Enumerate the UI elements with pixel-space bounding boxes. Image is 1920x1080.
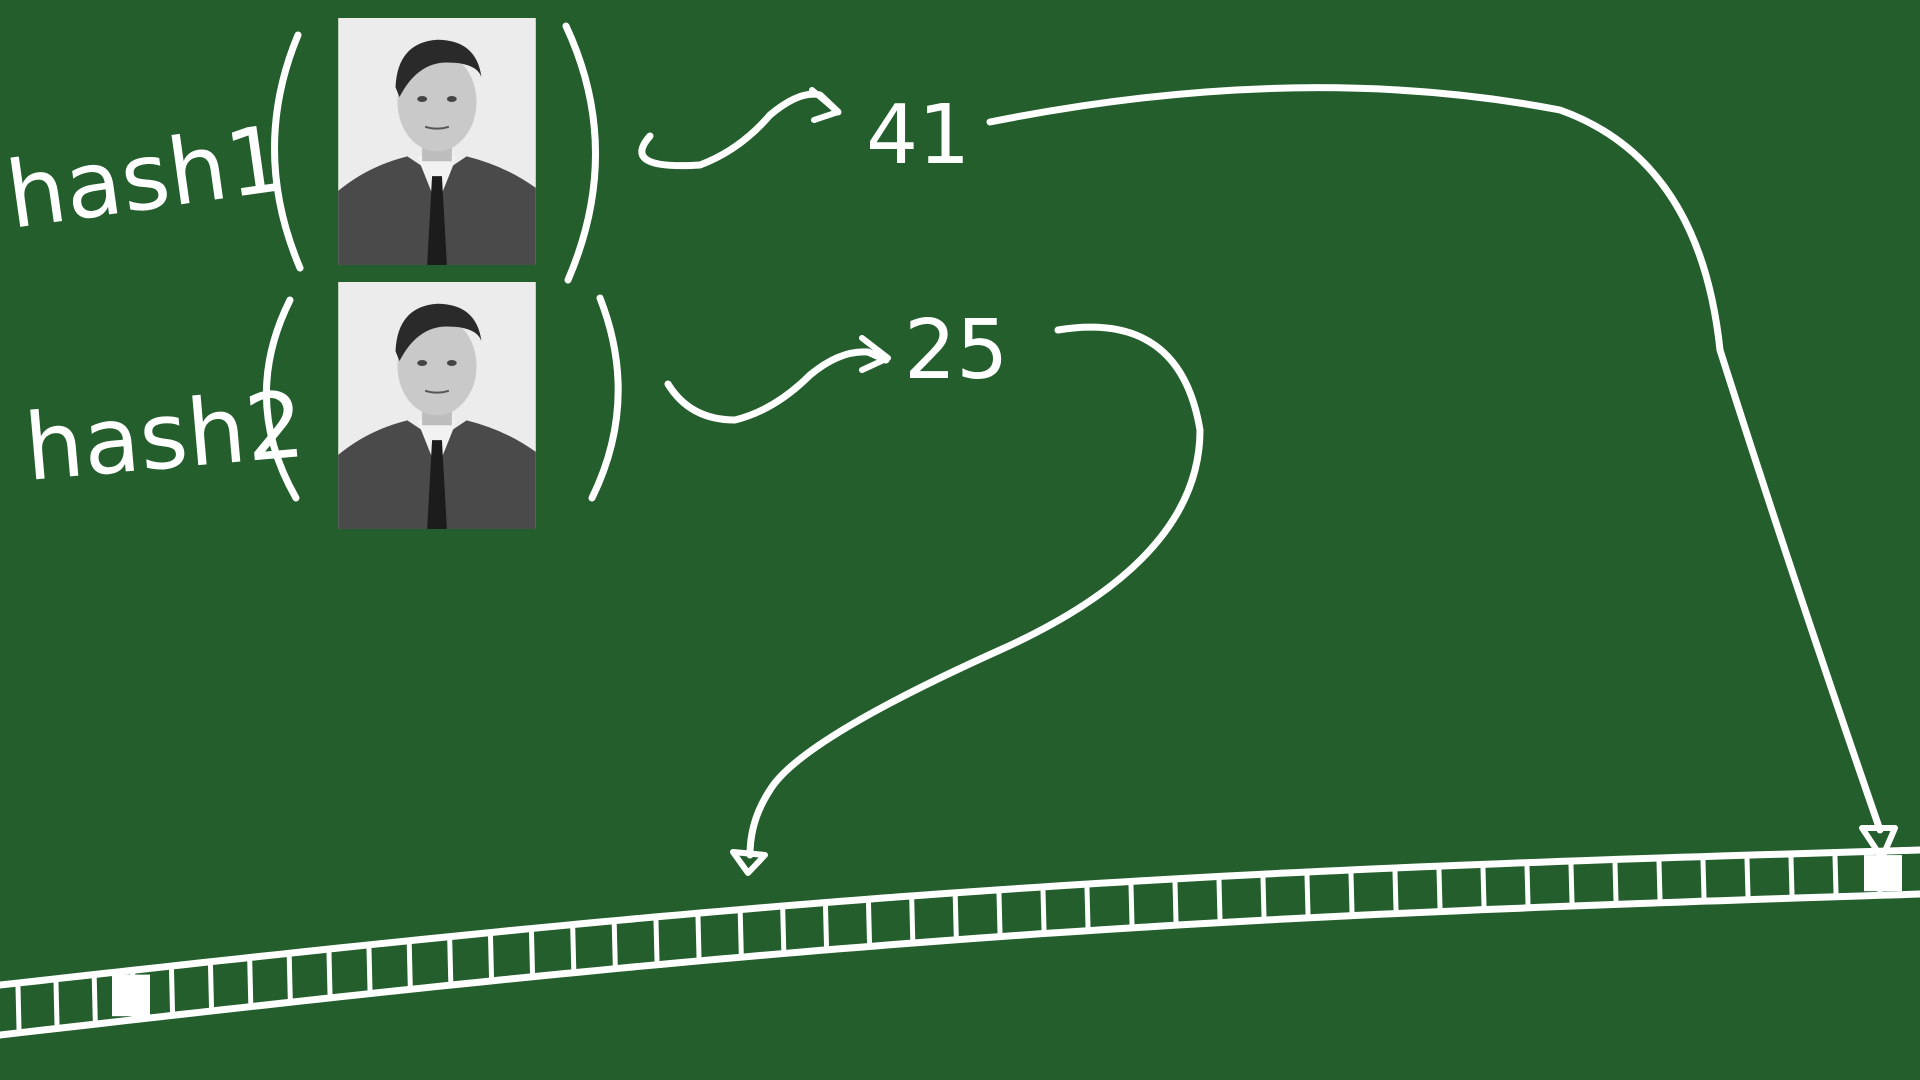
array-cell-divider bbox=[1304, 873, 1311, 917]
array-cell-divider bbox=[1260, 875, 1267, 919]
array-cell-divider bbox=[780, 907, 787, 953]
array-cell-divider bbox=[286, 954, 293, 1001]
array-cell-divider bbox=[1744, 856, 1751, 899]
array-cell-divider bbox=[1480, 865, 1487, 909]
right-paren-icon bbox=[588, 294, 622, 502]
array-cell-divider bbox=[447, 938, 454, 984]
array-cell-divider bbox=[1084, 885, 1091, 930]
array-cell-divider bbox=[952, 894, 959, 939]
array-cell-divider bbox=[529, 930, 535, 976]
arrowhead-icon bbox=[809, 87, 841, 123]
array-set-bit-1 bbox=[112, 974, 150, 1017]
left-paren-icon bbox=[271, 31, 304, 272]
array-cell-divider bbox=[1788, 855, 1795, 897]
array-cell-divider bbox=[737, 911, 744, 956]
array-cell-divider bbox=[909, 897, 916, 942]
array-cell-divider bbox=[53, 980, 60, 1028]
hash1-group: hash1 41 bbox=[0, 18, 970, 284]
bit-array bbox=[0, 846, 1920, 1039]
array-cell-divider bbox=[208, 963, 214, 1010]
arrowhead-icon bbox=[730, 849, 768, 876]
array-top-edge bbox=[0, 846, 1920, 989]
array-cell-divider bbox=[91, 976, 98, 1023]
array-cell-divider bbox=[1612, 861, 1619, 903]
array-cell-divider bbox=[996, 891, 1003, 936]
arrowhead-icon bbox=[1859, 825, 1898, 861]
right-paren-icon bbox=[562, 22, 599, 284]
array-cell-divider bbox=[1172, 880, 1179, 924]
array-cell-divider bbox=[570, 926, 577, 972]
array-cell-divider bbox=[1436, 867, 1443, 911]
array-cell-divider bbox=[1128, 882, 1135, 927]
function-label-hash2: hash2 bbox=[21, 371, 309, 502]
array-bottom-edge bbox=[0, 890, 1920, 1039]
array-cell-divider bbox=[366, 946, 373, 993]
array-cell-divider bbox=[823, 904, 829, 949]
array-cell-divider bbox=[326, 950, 333, 997]
array-cell-divider bbox=[1040, 888, 1047, 933]
hash2-group: hash2 25 bbox=[21, 282, 1008, 529]
array-cell-divider bbox=[866, 900, 872, 945]
array-cell-divider bbox=[169, 967, 175, 1014]
squiggle-arrow-icon bbox=[664, 348, 890, 424]
portrait-photo-icon bbox=[338, 18, 536, 265]
array-cell-divider bbox=[488, 934, 494, 980]
left-paren-icon bbox=[262, 296, 300, 502]
arrowhead-icon bbox=[859, 335, 891, 373]
array-cell-divider bbox=[1656, 859, 1663, 902]
array-cell-divider bbox=[1524, 864, 1531, 907]
array-cell-divider bbox=[653, 918, 660, 964]
array-cell-divider bbox=[1348, 871, 1355, 915]
hash-output-25: 25 bbox=[904, 303, 1008, 398]
array-cell-divider bbox=[247, 959, 254, 1006]
array-cell-divider bbox=[1832, 854, 1839, 896]
function-label-hash1: hash1 bbox=[0, 105, 292, 250]
array-set-bit-2 bbox=[1864, 855, 1902, 892]
portrait-photo-icon bbox=[338, 282, 536, 529]
array-cell-divider bbox=[1216, 878, 1223, 922]
array-cell-divider bbox=[695, 914, 702, 960]
array-cell-divider bbox=[406, 942, 413, 988]
array-cell-divider bbox=[1568, 862, 1575, 905]
array-cell-divider bbox=[1392, 869, 1399, 913]
arrow-41-to-slot bbox=[986, 84, 1884, 834]
squiggle-arrow-icon bbox=[638, 90, 842, 170]
arrow-25-to-slot bbox=[746, 323, 1204, 859]
array-cell-divider bbox=[15, 984, 22, 1032]
array-cell-divider bbox=[611, 922, 618, 968]
hash-output-41: 41 bbox=[866, 88, 970, 183]
array-cell-divider bbox=[1700, 858, 1707, 900]
